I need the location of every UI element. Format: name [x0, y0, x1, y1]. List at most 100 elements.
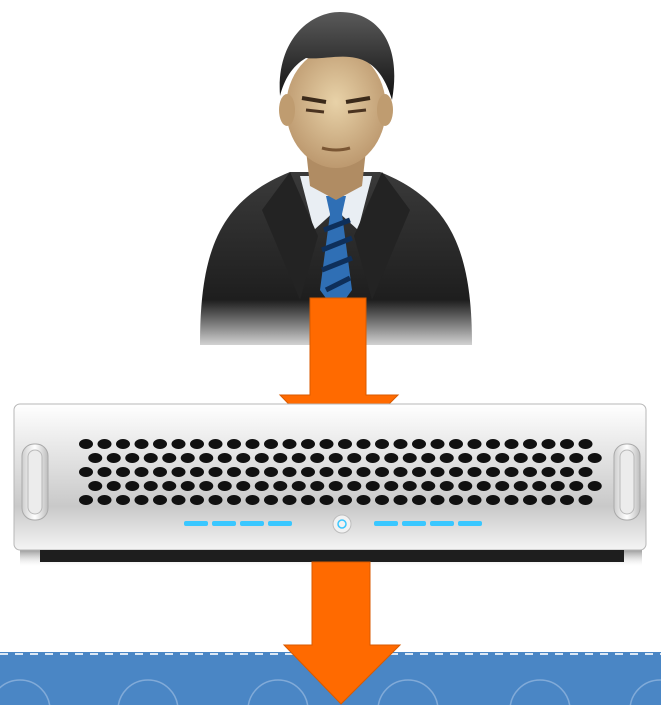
vent-hole — [162, 481, 176, 491]
vent-hole — [357, 439, 371, 449]
vent-hole — [209, 495, 223, 505]
vent-hole — [125, 453, 139, 463]
vent-hole — [495, 481, 509, 491]
vent-hole — [172, 467, 186, 477]
vent-hole — [246, 495, 260, 505]
vent-hole — [246, 439, 260, 449]
vent-hole — [292, 453, 306, 463]
vent-hole — [301, 467, 315, 477]
vent-hole — [310, 453, 324, 463]
vent-hole — [301, 495, 315, 505]
vent-hole — [542, 495, 556, 505]
vent-hole — [209, 467, 223, 477]
vent-hole — [357, 467, 371, 477]
vent-hole — [98, 439, 112, 449]
vent-hole — [505, 467, 519, 477]
vent-hole — [579, 495, 593, 505]
vent-hole — [458, 481, 472, 491]
vent-hole — [375, 439, 389, 449]
vent-hole — [283, 467, 297, 477]
vent-hole — [172, 495, 186, 505]
vent-hole — [421, 453, 435, 463]
vent-hole — [199, 481, 213, 491]
vent-hole — [301, 439, 315, 449]
vent-hole — [486, 467, 500, 477]
vent-hole — [181, 481, 195, 491]
vent-hole — [107, 481, 121, 491]
vent-hole — [542, 467, 556, 477]
vent-hole — [199, 453, 213, 463]
vent-hole — [505, 495, 519, 505]
vent-hole — [366, 453, 380, 463]
vent-hole — [560, 439, 574, 449]
vent-hole — [144, 453, 158, 463]
vent-hole — [394, 495, 408, 505]
vent-hole — [246, 467, 260, 477]
vent-hole — [292, 481, 306, 491]
vent-hole — [107, 453, 121, 463]
vent-hole — [320, 467, 334, 477]
vent-hole — [236, 481, 250, 491]
vent-hole — [579, 467, 593, 477]
vent-hole — [403, 481, 417, 491]
vent-hole — [560, 467, 574, 477]
vent-hole — [273, 481, 287, 491]
vent-hole — [190, 495, 204, 505]
vent-hole — [449, 495, 463, 505]
vent-hole — [181, 453, 195, 463]
vent-hole — [394, 439, 408, 449]
vent-hole — [135, 467, 149, 477]
vent-hole — [588, 453, 602, 463]
vent-hole — [384, 481, 398, 491]
vent-hole — [227, 467, 241, 477]
vent-hole — [264, 495, 278, 505]
vent-hole — [125, 481, 139, 491]
vent-hole — [449, 467, 463, 477]
vent-hole — [560, 495, 574, 505]
vent-hole — [588, 481, 602, 491]
vent-hole — [375, 467, 389, 477]
vent-hole — [440, 481, 454, 491]
vent-hole — [514, 481, 528, 491]
vent-hole — [190, 439, 204, 449]
vent-hole — [477, 453, 491, 463]
vent-hole — [236, 453, 250, 463]
vent-hole — [209, 439, 223, 449]
vent-hole — [375, 495, 389, 505]
vent-hole — [421, 481, 435, 491]
vent-hole — [153, 495, 167, 505]
vent-hole — [88, 481, 102, 491]
vent-hole — [412, 495, 426, 505]
vent-hole — [153, 467, 167, 477]
vent-hole — [79, 439, 93, 449]
vent-hole — [218, 481, 232, 491]
vent-hole — [551, 453, 565, 463]
vent-hole — [255, 481, 269, 491]
vent-hole — [255, 453, 269, 463]
vent-hole — [264, 439, 278, 449]
vent-hole — [347, 481, 361, 491]
vent-hole — [329, 481, 343, 491]
vent-hole — [495, 453, 509, 463]
vent-hole — [273, 453, 287, 463]
vent-hole — [532, 481, 546, 491]
vent-hole — [542, 439, 556, 449]
vent-hole — [431, 467, 445, 477]
vent-hole — [514, 453, 528, 463]
vent-hole — [283, 495, 297, 505]
vent-hole — [320, 439, 334, 449]
vent-hole — [505, 439, 519, 449]
vent-hole — [162, 453, 176, 463]
vent-hole — [347, 453, 361, 463]
vent-hole — [79, 495, 93, 505]
vent-hole — [88, 453, 102, 463]
vent-hole — [153, 439, 167, 449]
vent-hole — [477, 481, 491, 491]
vent-hole — [523, 439, 537, 449]
vent-hole — [486, 495, 500, 505]
server-power-button — [333, 515, 351, 533]
vent-hole — [523, 467, 537, 477]
vent-hole — [98, 495, 112, 505]
vent-hole — [218, 453, 232, 463]
